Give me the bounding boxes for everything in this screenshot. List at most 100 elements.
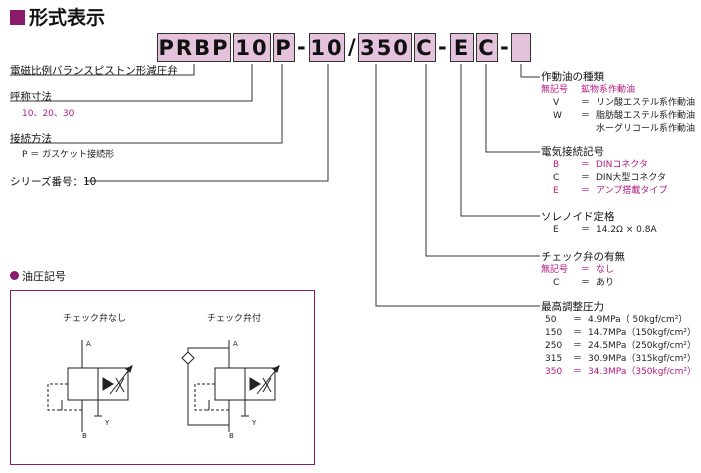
option-eq: ＝ [581,98,591,108]
option-desc: DIN大型コネクタ [596,173,666,183]
option-row: E ＝ 14.2Ω × 0.8A [541,224,657,237]
code-separator: - [438,35,447,59]
code-segment-size: 10 [233,33,271,62]
option-eq: ＝ [581,111,591,121]
option-row: 350 ＝ 34.3MPa（350kgf/cm²） [541,366,696,379]
caption-without-check: チェック弁なし [63,314,127,324]
option-row: B ＝ DINコネクタ [541,159,667,172]
port-b-label-left: B [82,432,87,440]
symbol-without-check [47,340,133,432]
code-segment-series: PRBP [157,33,231,62]
code-separator: / [348,35,356,59]
option-row: W ＝ 脂肪酸エステル系作動油 [541,110,695,123]
fluid-label: 作動油の種類 [541,71,604,83]
option-row: E ＝ アンプ搭載タイプ [541,185,667,198]
code-separator: - [297,35,306,59]
hydraulic-title: 油圧記号 [10,268,66,284]
option-desc: 24.5MPa（250kgf/cm²） [588,341,696,351]
option-code: E [553,225,559,235]
page-title-text: 形式表示 [29,7,106,29]
option-row: 150 ＝ 14.7MPa（150kgf/cm²） [541,327,696,340]
port-y-label-left: Y [105,419,110,427]
option-desc: なし [596,265,615,275]
option-desc: 30.9MPa（315kgf/cm²） [588,354,696,364]
option-code: 315 [545,354,563,364]
option-code: C [553,173,560,183]
option-row: 50 ＝ 4.9MPa（ 50kgf/cm²） [541,314,696,327]
option-row: 315 ＝ 30.9MPa（315kgf/cm²） [541,353,696,366]
option-eq: ＝ [573,354,583,364]
pressure-options: 50 ＝ 4.9MPa（ 50kgf/cm²） 150 ＝ 14.7MPa（150kgf… [541,314,696,379]
option-row: 水ーグリコール系作動油 [541,123,695,136]
check-options: 無記号 ＝ なし C ＝ あり [541,264,614,290]
option-eq: ＝ [581,173,591,183]
option-code: 250 [545,341,563,351]
option-desc: 4.9MPa（ 50kgf/cm²） [588,315,688,325]
bullet-icon [10,271,19,280]
hydraulic-title-text: 油圧記号 [22,270,66,283]
option-row: 無記号 ＝ なし [541,264,614,277]
option-desc: 14.7MPa（150kgf/cm²） [588,328,696,338]
size-values: 10、20、30 [22,109,75,119]
option-desc: DINコネクタ [596,160,648,170]
option-eq: ＝ [581,186,591,196]
code-segment-fluid [511,33,531,62]
option-code: 無記号 [541,265,569,275]
port-a-label-right: A [233,340,238,348]
option-desc: 14.2Ω × 0.8A [596,225,657,235]
option-row: V＝リン酸エステル系作動油 [541,97,695,110]
code-segment-connection: P [273,33,295,62]
option-desc: 34.3MPa（350kgf/cm²） [588,367,696,377]
option-row: 250 ＝ 24.5MPa（250kgf/cm²） [541,340,696,353]
title-square-icon [10,10,25,25]
size-label: 呼称寸法 [10,91,52,103]
option-eq: ＝ [573,315,583,325]
connection-value: P ＝ ガスケット接続形 [22,150,115,160]
option-desc: 水ーグリコール系作動油 [596,124,696,134]
option-eq: ＝ [573,341,583,351]
option-row: 無記号 鉱物系作動油 [541,84,695,97]
connection-label: 接続方法 [10,133,52,145]
option-code: V [553,98,560,108]
code-segment-check: C [414,33,436,62]
option-code: 50 [545,315,557,325]
option-code: C [553,278,560,288]
code-segment-series-number: 10 [309,33,345,62]
option-code: 350 [545,367,563,377]
code-segment-solenoid: E [450,33,474,62]
port-y-label-right: Y [252,419,257,427]
option-code: 150 [545,328,563,338]
port-b-label-right: B [229,432,234,440]
option-code: W [553,111,562,121]
option-code: 無記号 [541,85,569,95]
product-name: 電磁比例バランスピストン形減圧弁 [10,65,178,77]
option-desc: あり [596,278,615,288]
caption-with-check: チェック弁付 [207,314,262,324]
code-segment-electrical: C [476,33,498,62]
symbol-with-check [181,340,280,432]
solenoid-label: ソレノイド定格 [541,211,615,223]
option-eq: ＝ [581,160,591,170]
option-desc: 脂肪酸エステル系作動油 [596,111,696,121]
port-a-label-left: A [86,340,91,348]
option-code: E [553,186,559,196]
option-eq: ＝ [573,367,583,377]
fluid-options: 無記号鉱物系作動油 V＝リン酸エステル系作動油 W＝脂肪酸エステル系作動油 水ー… [541,84,695,136]
code-segment-pressure: 350 [358,33,412,62]
option-desc: 鉱物系作動油 [581,85,636,95]
electrical-label: 電気接続記号 [541,146,604,158]
option-eq: ＝ [581,265,591,275]
solenoid-options: E ＝ 14.2Ω × 0.8A [541,224,657,237]
option-eq: ＝ [581,278,591,288]
option-eq: ＝ [573,328,583,338]
pressure-label: 最高調整圧力 [541,301,604,313]
page-title: 形式表示 [10,3,105,30]
series-label: シリーズ番号：10 [10,176,97,188]
option-code: B [553,160,560,170]
option-desc: アンプ搭載タイプ [596,186,668,196]
option-row: C ＝ あり [541,277,614,290]
option-eq: ＝ [581,225,591,235]
check-label: チェック弁の有無 [541,251,625,263]
